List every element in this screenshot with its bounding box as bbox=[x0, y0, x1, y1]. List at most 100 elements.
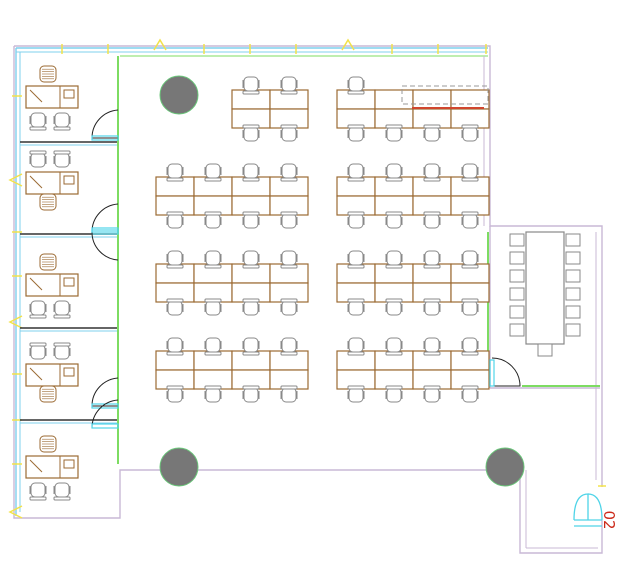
chair-icon bbox=[53, 482, 71, 501]
chair-icon bbox=[565, 233, 581, 247]
chair-icon bbox=[423, 124, 441, 142]
chair-icon bbox=[347, 250, 365, 269]
chair-icon bbox=[347, 124, 365, 142]
chair-icon bbox=[204, 250, 222, 269]
workstations bbox=[155, 76, 490, 403]
private-office bbox=[20, 141, 118, 211]
workstation-cluster bbox=[155, 250, 309, 316]
chair-icon bbox=[565, 269, 581, 283]
chair-icon bbox=[53, 112, 71, 131]
desk-icon bbox=[25, 273, 79, 297]
chair-icon bbox=[29, 112, 47, 131]
chair-icon bbox=[204, 163, 222, 182]
column-icon bbox=[159, 447, 199, 487]
door-swing-icon bbox=[91, 227, 119, 261]
door-number-label: 02 bbox=[600, 510, 618, 529]
chair-icon bbox=[461, 211, 479, 229]
workstation-cluster bbox=[155, 337, 309, 403]
private-office bbox=[25, 65, 79, 131]
workstation-cluster bbox=[336, 250, 490, 316]
desk-icon bbox=[25, 363, 79, 387]
chair-icon bbox=[280, 385, 298, 403]
chair-icon bbox=[509, 233, 525, 247]
chair-icon bbox=[509, 305, 525, 319]
chair-icon bbox=[242, 76, 260, 95]
column-icon bbox=[159, 75, 199, 115]
private-office bbox=[20, 327, 118, 403]
column-icon bbox=[485, 447, 525, 487]
chair-icon bbox=[423, 211, 441, 229]
chair-icon bbox=[423, 298, 441, 316]
chair-icon bbox=[347, 76, 365, 95]
door-swing-icon bbox=[91, 399, 119, 429]
chair-icon bbox=[461, 385, 479, 403]
chair-icon bbox=[29, 482, 47, 501]
chair-icon bbox=[280, 163, 298, 182]
chair-icon bbox=[166, 250, 184, 269]
chair-icon bbox=[347, 163, 365, 182]
desk-icon bbox=[25, 455, 79, 479]
chair-icon bbox=[166, 298, 184, 316]
chair-icon bbox=[166, 211, 184, 229]
chair-icon bbox=[385, 298, 403, 316]
chair-icon bbox=[423, 337, 441, 356]
desk-icon bbox=[412, 89, 452, 110]
chair-icon bbox=[204, 385, 222, 403]
chair-icon bbox=[242, 385, 260, 403]
workstation-cluster bbox=[336, 163, 490, 229]
chair-icon bbox=[385, 211, 403, 229]
chair-icon bbox=[461, 337, 479, 356]
chair-icon bbox=[385, 385, 403, 403]
chair-icon bbox=[347, 337, 365, 356]
chair-icon bbox=[565, 305, 581, 319]
private-office bbox=[20, 233, 118, 319]
door-swing-icon bbox=[91, 109, 119, 141]
chair-icon bbox=[385, 124, 403, 142]
meeting-room bbox=[509, 231, 581, 357]
chair-icon bbox=[29, 342, 47, 360]
workstation-cluster bbox=[155, 163, 309, 229]
desk-icon bbox=[374, 89, 414, 110]
chair-icon bbox=[29, 300, 47, 319]
chair-icon bbox=[347, 385, 365, 403]
chair-icon bbox=[204, 298, 222, 316]
outer-walls bbox=[13, 45, 603, 554]
chair-icon bbox=[461, 250, 479, 269]
chair-icon bbox=[280, 76, 298, 95]
chair-icon bbox=[461, 124, 479, 142]
chair-icon bbox=[242, 124, 260, 142]
chair-icon bbox=[385, 250, 403, 269]
desk-icon bbox=[25, 171, 79, 195]
private-office bbox=[20, 419, 118, 501]
chair-icon bbox=[242, 337, 260, 356]
desk-icon bbox=[450, 89, 490, 110]
chair-icon bbox=[461, 298, 479, 316]
chair-icon bbox=[280, 250, 298, 269]
chair-icon bbox=[280, 298, 298, 316]
workstation-cluster bbox=[336, 337, 490, 403]
chair-icon bbox=[166, 337, 184, 356]
door-swing-icon bbox=[573, 493, 589, 521]
doors bbox=[91, 109, 521, 429]
chair-icon bbox=[29, 150, 47, 168]
door-swing-icon bbox=[91, 203, 119, 235]
chair-icon bbox=[509, 287, 525, 301]
chair-icon bbox=[537, 343, 553, 357]
chair-icon bbox=[423, 163, 441, 182]
door-swing-icon bbox=[489, 357, 521, 387]
chair-icon bbox=[509, 251, 525, 265]
chair-icon bbox=[204, 211, 222, 229]
chair-icon bbox=[347, 298, 365, 316]
chair-icon bbox=[166, 163, 184, 182]
chair-icon bbox=[242, 250, 260, 269]
chair-icon bbox=[565, 323, 581, 337]
chair-icon bbox=[347, 211, 365, 229]
entrance-door bbox=[573, 493, 603, 527]
workstation-cluster bbox=[231, 76, 309, 142]
chair-icon bbox=[565, 287, 581, 301]
chair-icon bbox=[385, 337, 403, 356]
conference-table bbox=[525, 231, 565, 345]
storage-cabinet bbox=[401, 85, 489, 109]
chair-icon bbox=[461, 163, 479, 182]
